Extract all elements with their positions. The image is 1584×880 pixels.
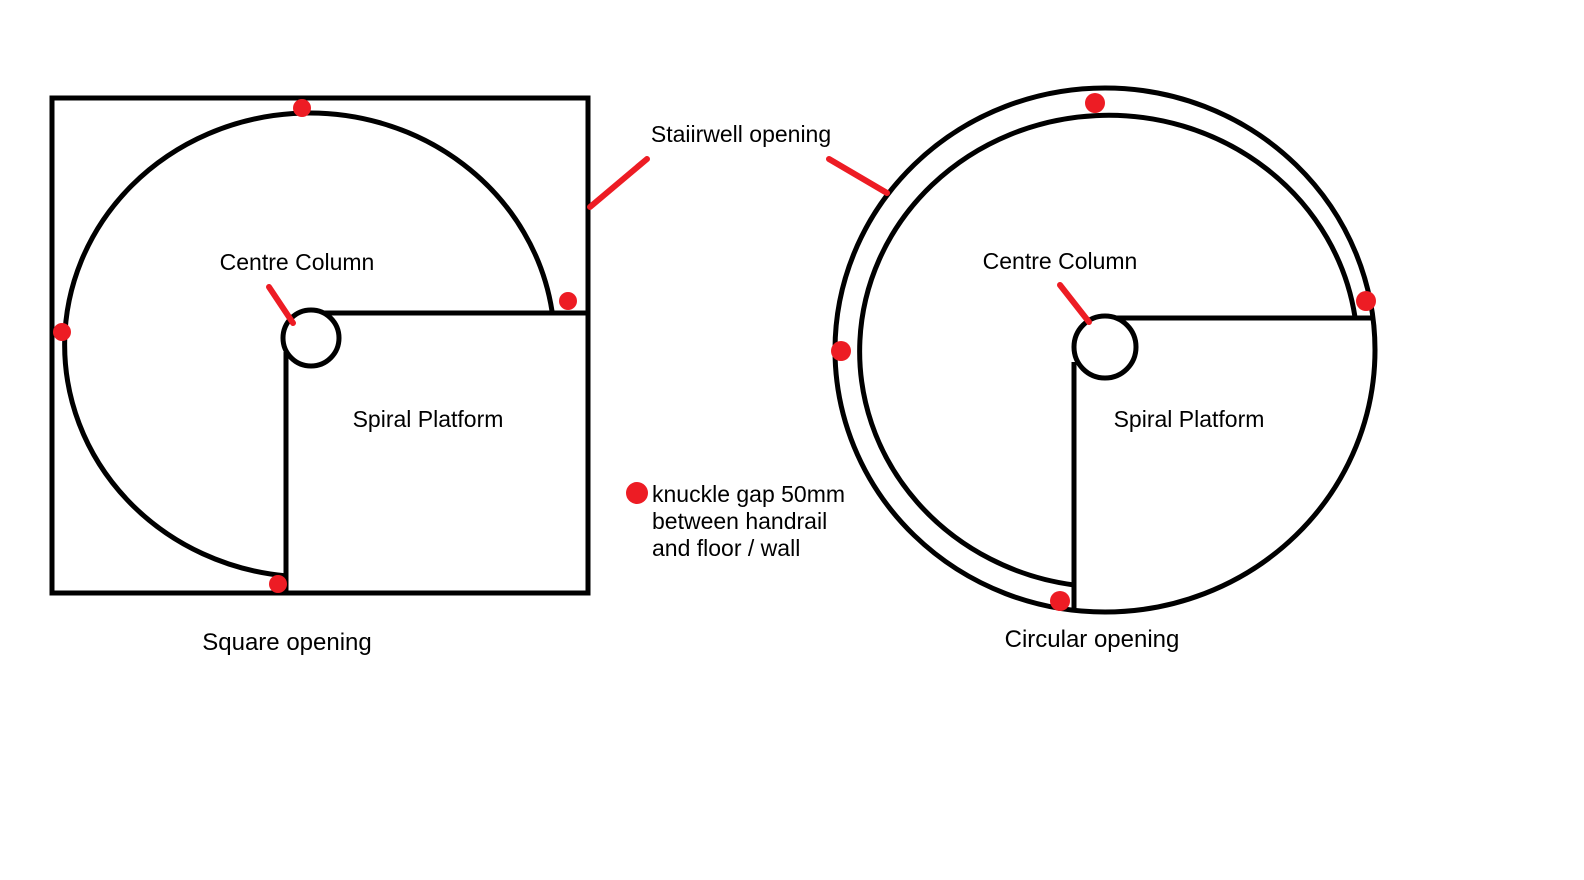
square-opening-diagram [49, 95, 591, 596]
knuckle-gap-marker-icon [53, 323, 71, 341]
stairwell-leader-left [587, 156, 650, 210]
spiral-platform-label-circular: Spiral Platform [1113, 406, 1265, 432]
square-opening-caption: Square opening [202, 629, 372, 656]
circular-centre-column [1071, 313, 1139, 381]
square-opening-outline [49, 95, 591, 596]
knuckle-gap-marker-icon [1356, 291, 1376, 311]
circular-handrail-arc [857, 112, 1358, 588]
centre-column-label-circular: Centre Column [982, 248, 1138, 274]
legend-line-2: between handrail [652, 508, 828, 534]
spiral-platform-label-square: Spiral Platform [352, 406, 504, 432]
knuckle-gap-marker-icon [1085, 93, 1105, 113]
square-centre-column [280, 307, 342, 369]
knuckle-gap-marker-icon [1050, 591, 1070, 611]
knuckle-gap-legend-dot-icon [626, 482, 648, 504]
centre-column-leader-left [266, 284, 296, 326]
knuckle-gap-marker-icon [269, 575, 287, 593]
centre-column-leader-right [1057, 282, 1092, 325]
centre-column-label-square: Centre Column [219, 249, 375, 275]
circular-opening-caption: Circular opening [1004, 626, 1180, 653]
knuckle-gap-marker-icon [293, 99, 311, 117]
circular-opening-diagram [831, 85, 1378, 615]
knuckle-gap-legend: knuckle gap 50mm between handrail and fl… [652, 481, 845, 562]
stairwell-opening-label: Staiirwell opening [650, 121, 832, 147]
knuckle-gap-marker-icon [559, 292, 577, 310]
knuckle-gap-marker-icon [831, 341, 851, 361]
stairwell-leader-right [826, 156, 890, 196]
square-handrail-arc [62, 110, 555, 579]
legend-line-3: and floor / wall [652, 535, 801, 561]
legend-line-1: knuckle gap 50mm [652, 481, 846, 507]
